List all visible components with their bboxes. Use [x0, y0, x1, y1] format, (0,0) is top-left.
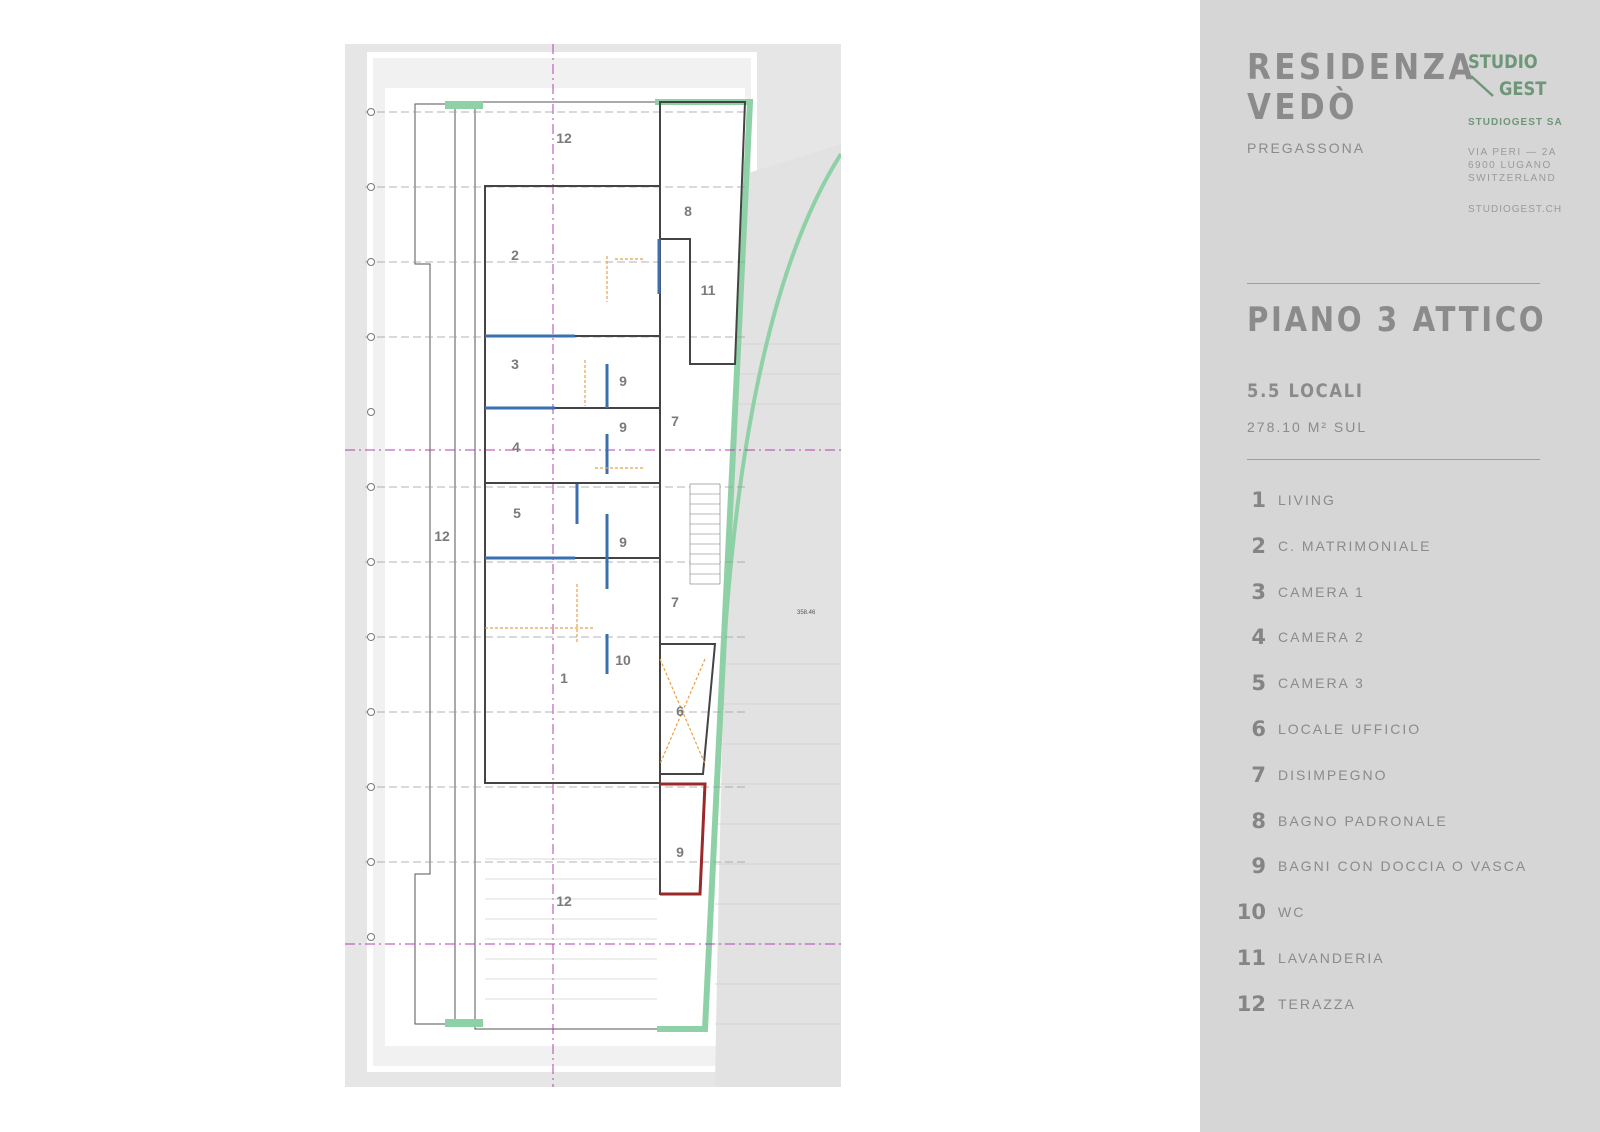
elevation-mark: 358.46 [797, 610, 816, 616]
legend-number: 6 [1251, 716, 1266, 741]
legend-number: 7 [1251, 762, 1266, 787]
divider [1247, 459, 1540, 460]
unit-size: 5.5 LOCALI [1247, 380, 1364, 402]
room-label: 2 [511, 247, 519, 263]
unit-area: 278.10 M² SUL [1247, 419, 1368, 435]
legend-label: LOCALE UFFICIO [1278, 720, 1422, 737]
legend-number: 4 [1251, 625, 1266, 650]
floor-plan-drawing: 358.46 12 2 8 11 3 9 9 7 4 5 12 9 7 10 1 6 9 12 [345, 44, 841, 1087]
company-name: STUDIOGEST SA [1468, 117, 1563, 128]
room-label: 7 [671, 413, 679, 429]
room-label: 6 [676, 703, 684, 719]
company-address: VIA PERI — 2A 6900 LUGANO SWITZERLAND [1468, 147, 1557, 184]
legend-number: 2 [1251, 533, 1266, 558]
legend-label: TERAZZA [1278, 995, 1356, 1012]
room-label: 11 [701, 282, 716, 298]
project-location: PREGASSONA [1247, 140, 1366, 156]
room-label: 12 [556, 130, 572, 146]
room-labels: 12 2 8 11 3 9 9 7 4 5 12 9 7 10 1 6 9 12 [434, 130, 715, 909]
floor-title: PIANO 3 ATTICO [1247, 300, 1547, 340]
company-website: STUDIOGEST.CH [1468, 204, 1563, 215]
legend-label: BAGNI CON DOCCIA O VASCA [1278, 858, 1528, 875]
room-label: 1 [560, 670, 568, 686]
title-block-sidebar: RESIDENZA VEDÒ PREGASSONA STUDIO GEST ST… [1200, 0, 1600, 1132]
room-label: 5 [513, 505, 521, 521]
studiogest-logo: STUDIO GEST [1468, 52, 1546, 100]
legend-number: 5 [1251, 671, 1266, 696]
room-label: 9 [619, 373, 627, 389]
room-label: 12 [434, 528, 450, 544]
room-label: 7 [671, 594, 679, 610]
legend-number: 3 [1251, 579, 1266, 604]
legend-number: 12 [1236, 991, 1266, 1016]
project-title: RESIDENZA VEDÒ [1247, 47, 1476, 128]
room-label: 8 [684, 203, 692, 219]
legend-label: CAMERA 3 [1278, 675, 1365, 692]
legend-number: 9 [1251, 854, 1266, 879]
room-label: 10 [615, 652, 631, 668]
room-label: 4 [512, 439, 520, 455]
legend-label: DISIMPEGNO [1278, 766, 1388, 783]
legend-number: 1 [1251, 488, 1266, 512]
room-label: 12 [556, 893, 572, 909]
legend-label: LAVANDERIA [1278, 949, 1385, 966]
legend-label: BAGNO PADRONALE [1278, 812, 1448, 829]
legend-number: 8 [1251, 808, 1266, 833]
divider [1247, 283, 1540, 284]
logo-text-gest: GEST [1499, 79, 1546, 100]
legend-label: CAMERA 1 [1278, 583, 1365, 600]
floor-plan-area: 358.46 12 2 8 11 3 9 9 7 4 5 12 9 7 10 1 6 9 12 [345, 44, 841, 1087]
room-label: 9 [619, 534, 627, 550]
room-label: 3 [511, 356, 519, 372]
legend-number: 10 [1236, 900, 1266, 925]
logo-text-studio: STUDIO [1468, 52, 1538, 73]
legend-label: LIVING [1278, 492, 1336, 508]
room-label: 9 [676, 844, 684, 860]
legend-label: C. MATRIMONIALE [1278, 537, 1432, 554]
legend-label: CAMERA 2 [1278, 629, 1365, 646]
legend-number: 11 [1236, 945, 1266, 970]
legend-label: WC [1278, 904, 1306, 921]
room-label: 9 [619, 419, 627, 435]
